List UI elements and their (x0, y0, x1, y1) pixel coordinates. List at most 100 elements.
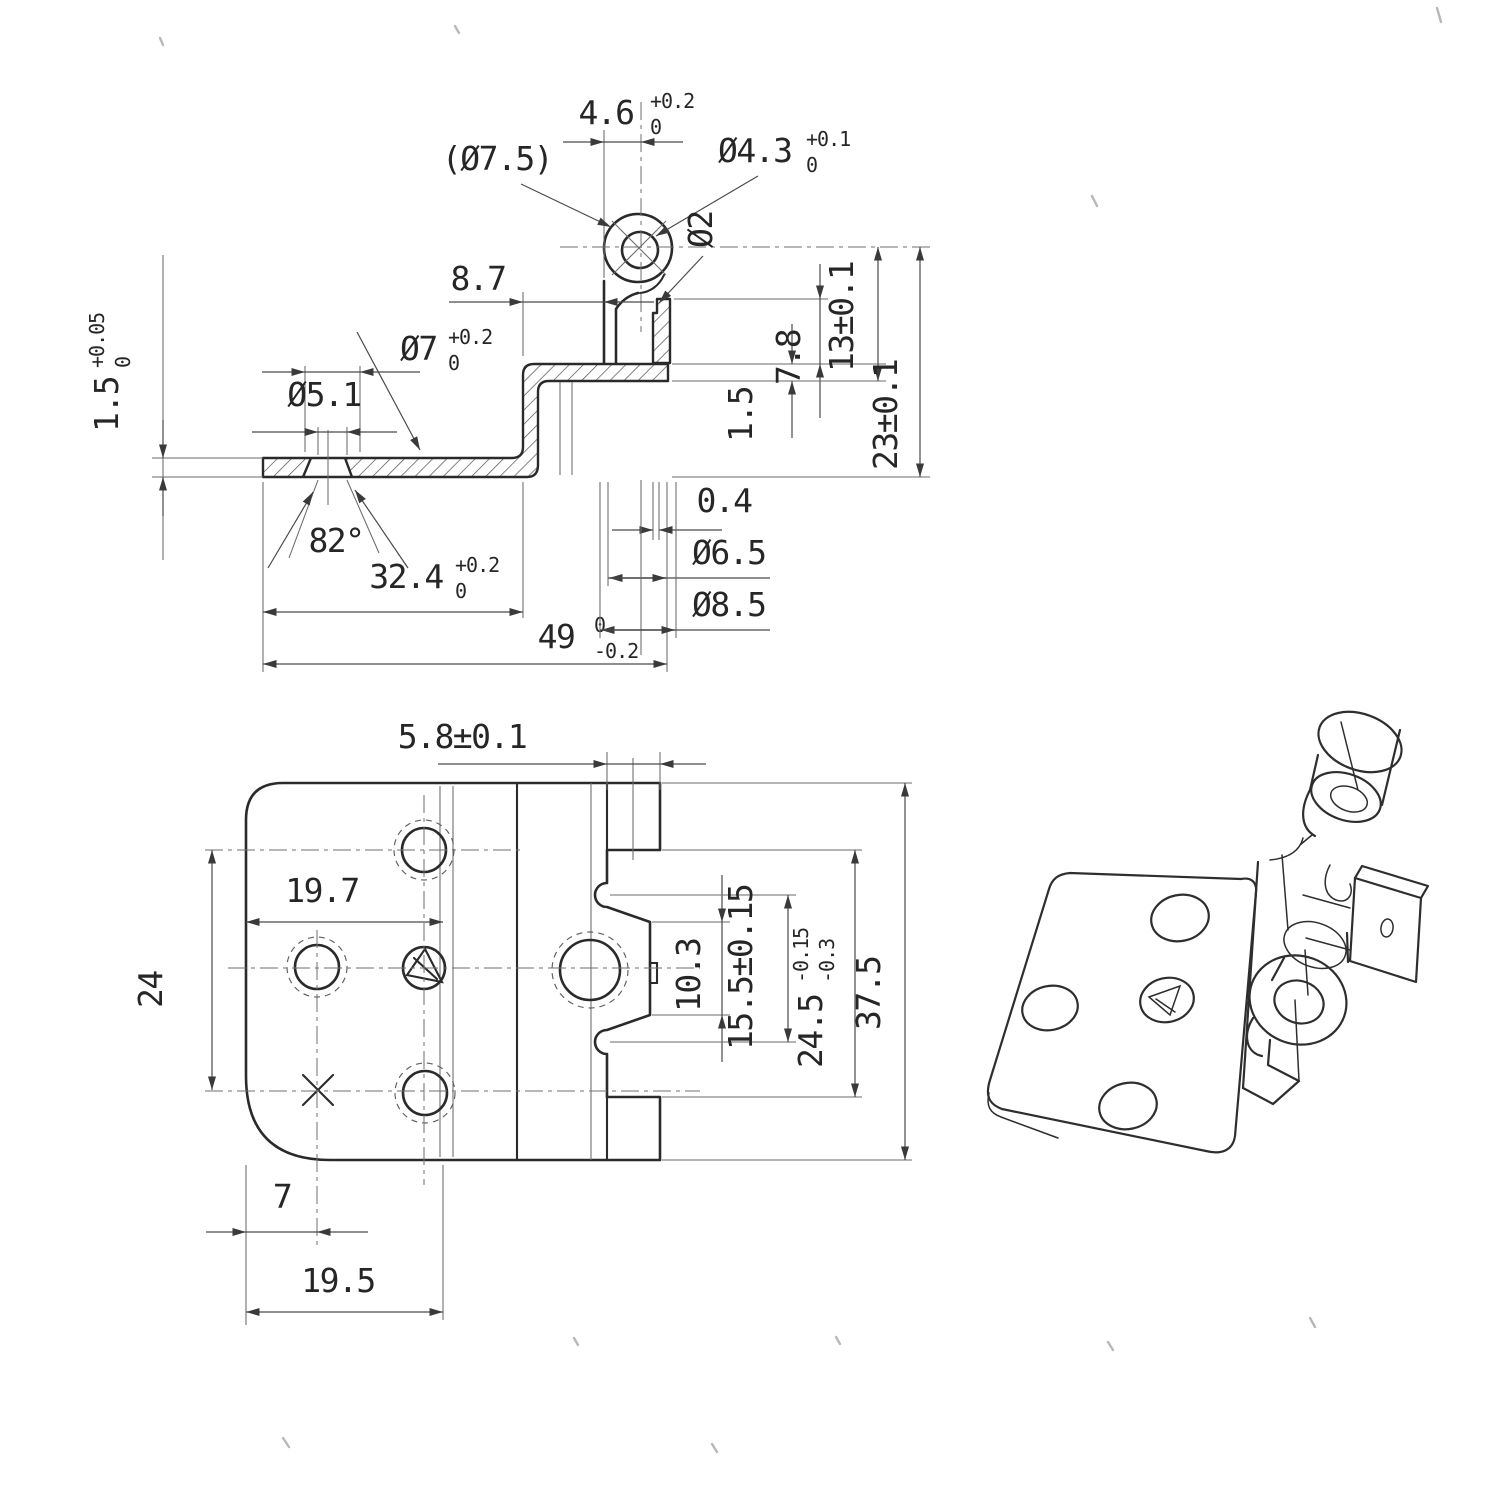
plan-dimensions: 5.8±0.1 19.7 24 10.3 15.5±0.15 (131, 717, 912, 1325)
dim-2-value: Ø2 (681, 211, 720, 248)
dim-7-value: Ø7 (400, 329, 437, 368)
dim-24-5: 24.5 -0.15 -0.3 (789, 928, 839, 1068)
iso-upper-knuckle-open (1310, 771, 1382, 823)
dim-8-7: 8.7 (450, 259, 505, 298)
dim-7-tol-dn: 0 (448, 351, 459, 375)
dim-1-5-left: 1.5 +0.05 0 (85, 313, 135, 432)
dim-1-5-left-tol-dn: 0 (111, 357, 135, 368)
iso-tab-face (1348, 876, 1423, 984)
dim-7-offset: 7 (273, 1177, 291, 1216)
dim-4-6-tol-dn: 0 (650, 115, 661, 139)
plan-geometry (205, 758, 700, 1245)
dim-4-3-tol-up: +0.1 (806, 127, 850, 151)
dim-7: Ø7 +0.2 0 (400, 325, 493, 375)
iso-tab-links (1302, 894, 1351, 951)
iso-upper-knuckle-cap (1317, 710, 1403, 774)
dim-1-5-right: 1.5 (721, 387, 760, 442)
iso-hole-screw (1139, 976, 1195, 1024)
section-dimensions: 4.6 +0.2 0 (Ø7.5) Ø4.3 +0.1 0 Ø2 (85, 89, 930, 672)
iso-plate-thickness (987, 1092, 1059, 1139)
iso-hole-left (1021, 984, 1079, 1032)
dim-4-3: Ø4.3 +0.1 0 (718, 127, 851, 177)
knuckle-arm-inner (614, 291, 640, 365)
lance-mark (648, 961, 659, 985)
dim-32-4-value: 32.4 (369, 557, 443, 596)
dim-4-6-value: 4.6 (578, 93, 633, 132)
iso-tab-hole (1380, 918, 1394, 938)
hole-right-dashed (551, 931, 629, 1009)
plan-outline (244, 781, 662, 1162)
iso-upper-knuckle-hole (1329, 785, 1369, 813)
plan-view: 5.8±0.1 19.7 24 10.3 15.5±0.15 (131, 717, 912, 1325)
dim-4-6-tol-up: +0.2 (650, 89, 694, 113)
dim-4-3-value: Ø4.3 (718, 131, 791, 170)
dim-49-value: 49 (538, 617, 575, 656)
dim-1-5-left-tol-up: +0.05 (85, 313, 109, 368)
dim-8-5: Ø8.5 (692, 585, 765, 624)
dim-7-5-ref: (Ø7.5) (442, 139, 552, 178)
dim-15-5: 15.5±0.15 (721, 885, 760, 1050)
dim-32-4-tol-up: +0.2 (455, 553, 499, 577)
dim-24-5-tol-dn: -0.3 (815, 939, 839, 983)
iso-upper-knuckle-pin-edge (1340, 721, 1359, 791)
dim-82: 82° (308, 521, 363, 560)
dim-2: Ø2 (681, 211, 720, 248)
iso-lower-knuckle-body (1270, 931, 1350, 982)
dim-15-5-value: 15.5±0.15 (721, 885, 760, 1050)
x-marker (301, 1073, 335, 1107)
dim-1-5-left-value: 1.5 (87, 377, 126, 432)
iso-fold-line (1241, 860, 1260, 1090)
dim-4-3-tol-dn: 0 (806, 153, 817, 177)
dim-24-value: 24 (131, 971, 170, 1008)
dim-23-value: 23±0.1 (866, 360, 905, 470)
iso-strap (1269, 834, 1352, 902)
dim-32-4: 32.4 +0.2 0 (369, 553, 500, 603)
dim-19-7: 19.7 (285, 871, 358, 910)
iso-flange-edge (1281, 854, 1300, 1082)
section-view: 4.6 +0.2 0 (Ø7.5) Ø4.3 +0.1 0 Ø2 (85, 89, 935, 672)
knuckle-sheet-end (638, 273, 666, 295)
dim-4-6: 4.6 +0.2 0 (578, 89, 695, 139)
dim-49: 49 0 -0.2 (538, 613, 640, 663)
scan-noise (158, 6, 1443, 1454)
hole-bottom-dashed (394, 1062, 456, 1124)
dim-23: 23±0.1 (866, 360, 905, 470)
dim-7-tol-up: +0.2 (448, 325, 492, 349)
iso-lower-knuckle-outer (1248, 954, 1348, 1046)
dim-5-1: Ø5.1 (287, 375, 360, 414)
dim-10-3: 10.3 (669, 939, 708, 1012)
dim-37-5: 37.5 (849, 957, 888, 1030)
hole-right (558, 938, 622, 1002)
dim-0-4: 0.4 (696, 481, 752, 520)
dim-7-8: 7.8 (769, 330, 808, 385)
dim-6-5: Ø6.5 (692, 533, 765, 572)
dim-10-3-value: 10.3 (669, 939, 708, 1012)
iso-upper-knuckle-body (1308, 728, 1402, 807)
dim-19-5: 19.5 (301, 1261, 374, 1300)
iso-upper-knuckle-curl (1302, 786, 1317, 838)
iso-plate (986, 871, 1258, 1154)
section-profile (261, 362, 670, 479)
dim-49-tol-dn: -0.2 (594, 639, 638, 663)
iso-tab-top (1353, 864, 1430, 900)
iso-hole-bottom (1098, 1081, 1158, 1131)
iso-lower-knuckle-inner (1273, 979, 1325, 1025)
dim-7-8-value: 7.8 (769, 330, 808, 385)
iso-lower-knuckle-cap (1283, 920, 1347, 970)
dim-37-5-value: 37.5 (849, 957, 888, 1030)
hole-bottom (401, 1069, 449, 1117)
dim-24-5-value: 24.5 (791, 995, 830, 1068)
knuckle-inner-circle (620, 230, 660, 270)
knuckle-outer-circle (602, 212, 674, 284)
iso-lower-knuckle-curl (1245, 1016, 1264, 1058)
dim-5-8: 5.8±0.1 (398, 717, 527, 756)
dim-1-5-right-value: 1.5 (721, 387, 760, 442)
dim-24-5-tol-up: -0.15 (789, 928, 813, 983)
dim-13: 13±0.1 (822, 262, 861, 372)
dim-32-4-tol-dn: 0 (455, 579, 466, 603)
dim-13-value: 13±0.1 (822, 262, 861, 372)
iso-screw-slot (1147, 984, 1182, 1017)
section-tab (651, 297, 672, 365)
